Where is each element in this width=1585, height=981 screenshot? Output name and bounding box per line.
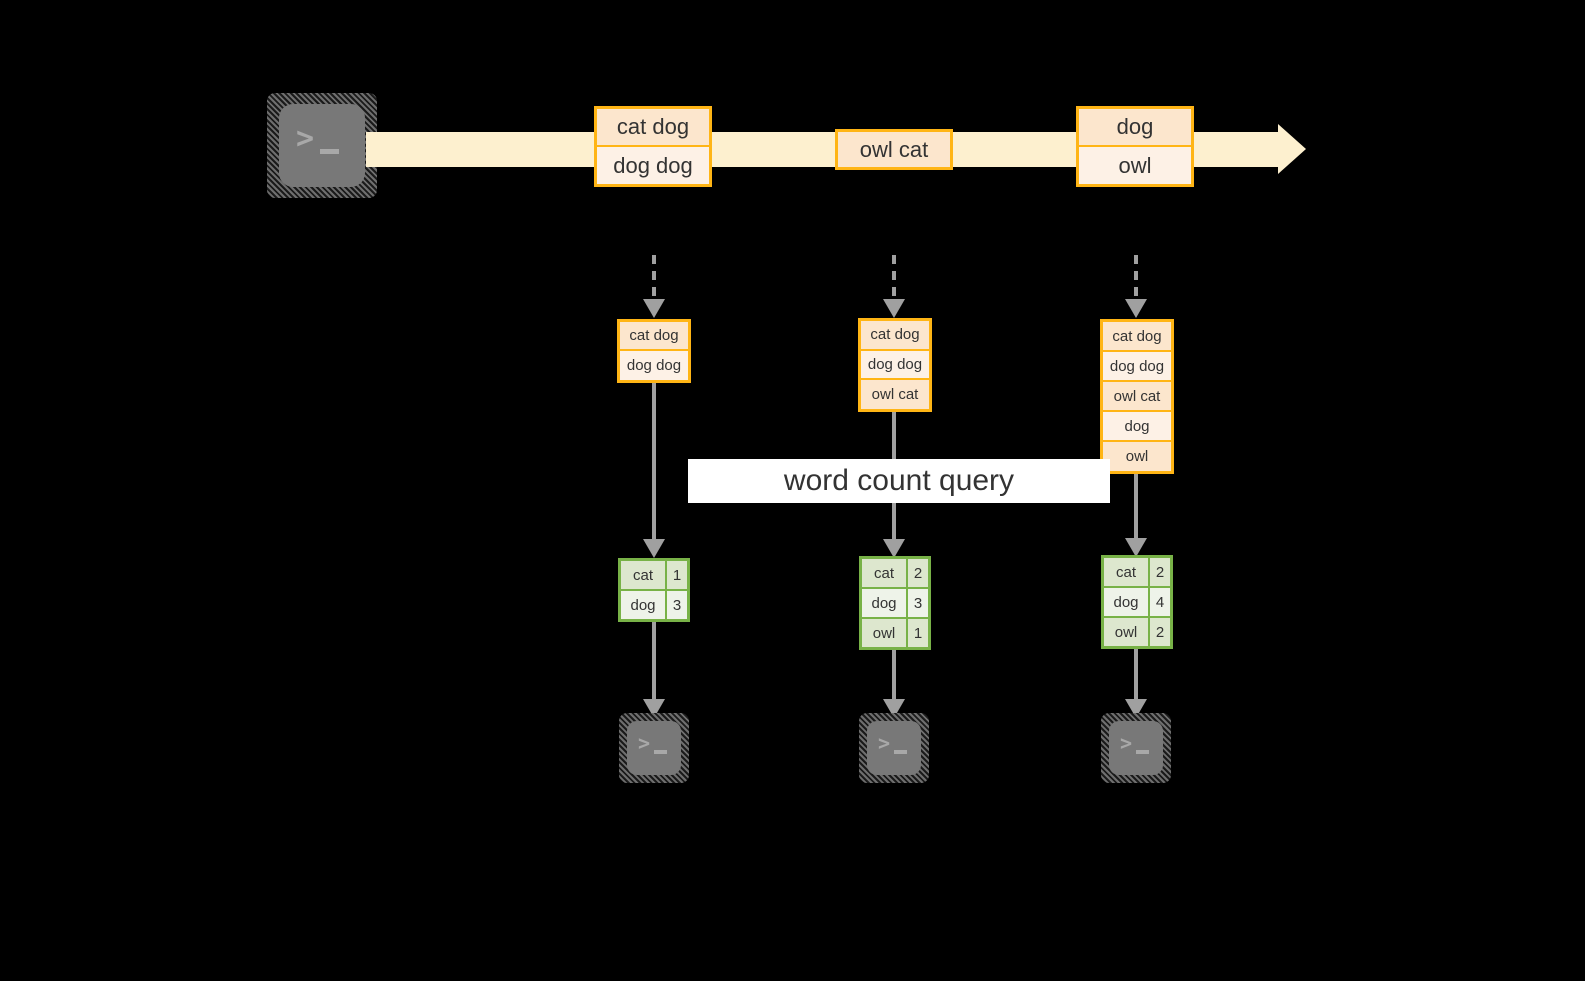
stream-batch-2: owl cat	[835, 129, 953, 170]
trigger-1-input-table: cat dog dog dog	[617, 319, 691, 383]
input-row: cat dog	[1103, 322, 1171, 352]
trigger-1-output-arrow	[643, 622, 665, 718]
terminal-screen	[279, 104, 365, 187]
count-cell: 3	[667, 591, 687, 619]
terminal-screen	[627, 721, 681, 775]
trigger-3-query-arrow	[1125, 474, 1147, 557]
arrow-shaft	[652, 383, 656, 540]
terminal-cursor-glyph	[654, 750, 667, 754]
arrow-shaft	[1134, 649, 1138, 700]
source-terminal-icon: >	[267, 93, 377, 198]
word-cell: dog	[621, 591, 667, 619]
trigger-1-query-arrow	[643, 383, 665, 558]
count-cell: 2	[1150, 558, 1170, 586]
count-cell: 1	[908, 619, 928, 647]
arrow-head	[643, 539, 665, 558]
terminal-cursor-glyph	[320, 149, 339, 154]
input-row: owl cat	[1103, 382, 1171, 412]
table-row: owl 1	[862, 619, 928, 647]
arrow-shaft	[1134, 255, 1138, 300]
table-row: dog 3	[621, 591, 687, 619]
arrow-head	[883, 539, 905, 558]
input-row: dog dog	[1103, 352, 1171, 382]
word-cell: cat	[862, 559, 908, 587]
word-cell: owl	[862, 619, 908, 647]
arrow-head	[883, 299, 905, 318]
table-row: cat 1	[621, 561, 687, 591]
terminal-prompt-glyph: >	[638, 731, 651, 755]
stream-batch-1-line-1: cat dog	[597, 109, 709, 148]
trigger-3-sink-terminal-icon: >	[1101, 713, 1171, 783]
input-row: cat dog	[620, 322, 688, 352]
table-row: cat 2	[862, 559, 928, 589]
arrow-shaft	[652, 622, 656, 700]
count-cell: 1	[667, 561, 687, 589]
count-cell: 2	[1150, 618, 1170, 646]
input-row: cat dog	[861, 321, 929, 351]
stream-batch-3: dog owl	[1076, 106, 1194, 187]
terminal-screen	[1109, 721, 1163, 775]
stream-batch-3-line-1: dog	[1079, 109, 1191, 148]
word-cell: cat	[1104, 558, 1150, 586]
arrow-head	[1125, 299, 1147, 318]
trigger-2-sink-terminal-icon: >	[859, 713, 929, 783]
trigger-2-incoming-arrow	[883, 255, 905, 318]
terminal-cursor-glyph	[894, 750, 907, 754]
input-row: owl	[1103, 442, 1171, 471]
terminal-cursor-glyph	[1136, 750, 1149, 754]
trigger-1-result-table: cat 1 dog 3	[618, 558, 690, 622]
trigger-1-sink-terminal-icon: >	[619, 713, 689, 783]
input-row: dog	[1103, 412, 1171, 442]
trigger-3-incoming-arrow	[1125, 255, 1147, 318]
trigger-1-incoming-arrow	[643, 255, 665, 318]
trigger-2-output-arrow	[883, 650, 905, 718]
count-cell: 2	[908, 559, 928, 587]
word-cell: owl	[1104, 618, 1150, 646]
word-cell: dog	[1104, 588, 1150, 616]
trigger-2-result-table: cat 2 dog 3 owl 1	[859, 556, 931, 650]
terminal-prompt-glyph: >	[1120, 731, 1133, 755]
input-row: owl cat	[861, 380, 929, 410]
trigger-3-input-table: cat dog dog dog owl cat dog owl	[1100, 319, 1174, 474]
table-row: dog 3	[862, 589, 928, 619]
input-row: dog dog	[620, 351, 688, 380]
input-row: dog dog	[861, 350, 929, 381]
trigger-3-output-arrow	[1125, 649, 1147, 718]
stream-batch-1-line-2: dog dog	[597, 147, 709, 184]
word-cell: cat	[621, 561, 667, 589]
stream-batch-2-line-1: owl cat	[838, 132, 950, 167]
arrow-shaft	[892, 650, 896, 700]
word-count-query-caption: word count query	[688, 459, 1110, 503]
event-stream-arrow-head	[1278, 124, 1306, 174]
stream-batch-1: cat dog dog dog	[594, 106, 712, 187]
arrow-head	[1125, 538, 1147, 557]
arrow-shaft	[892, 255, 896, 300]
count-cell: 4	[1150, 588, 1170, 616]
arrow-shaft	[652, 255, 656, 300]
trigger-2-input-table: cat dog dog dog owl cat	[858, 318, 932, 412]
table-row: owl 2	[1104, 618, 1170, 646]
terminal-prompt-glyph: >	[296, 121, 315, 156]
arrow-head	[643, 299, 665, 318]
arrow-shaft	[1134, 474, 1138, 539]
table-row: dog 4	[1104, 588, 1170, 618]
trigger-3-result-table: cat 2 dog 4 owl 2	[1101, 555, 1173, 649]
word-cell: dog	[862, 589, 908, 617]
terminal-prompt-glyph: >	[878, 731, 891, 755]
count-cell: 3	[908, 589, 928, 617]
terminal-screen	[867, 721, 921, 775]
stream-batch-3-line-2: owl	[1079, 147, 1191, 184]
table-row: cat 2	[1104, 558, 1170, 588]
